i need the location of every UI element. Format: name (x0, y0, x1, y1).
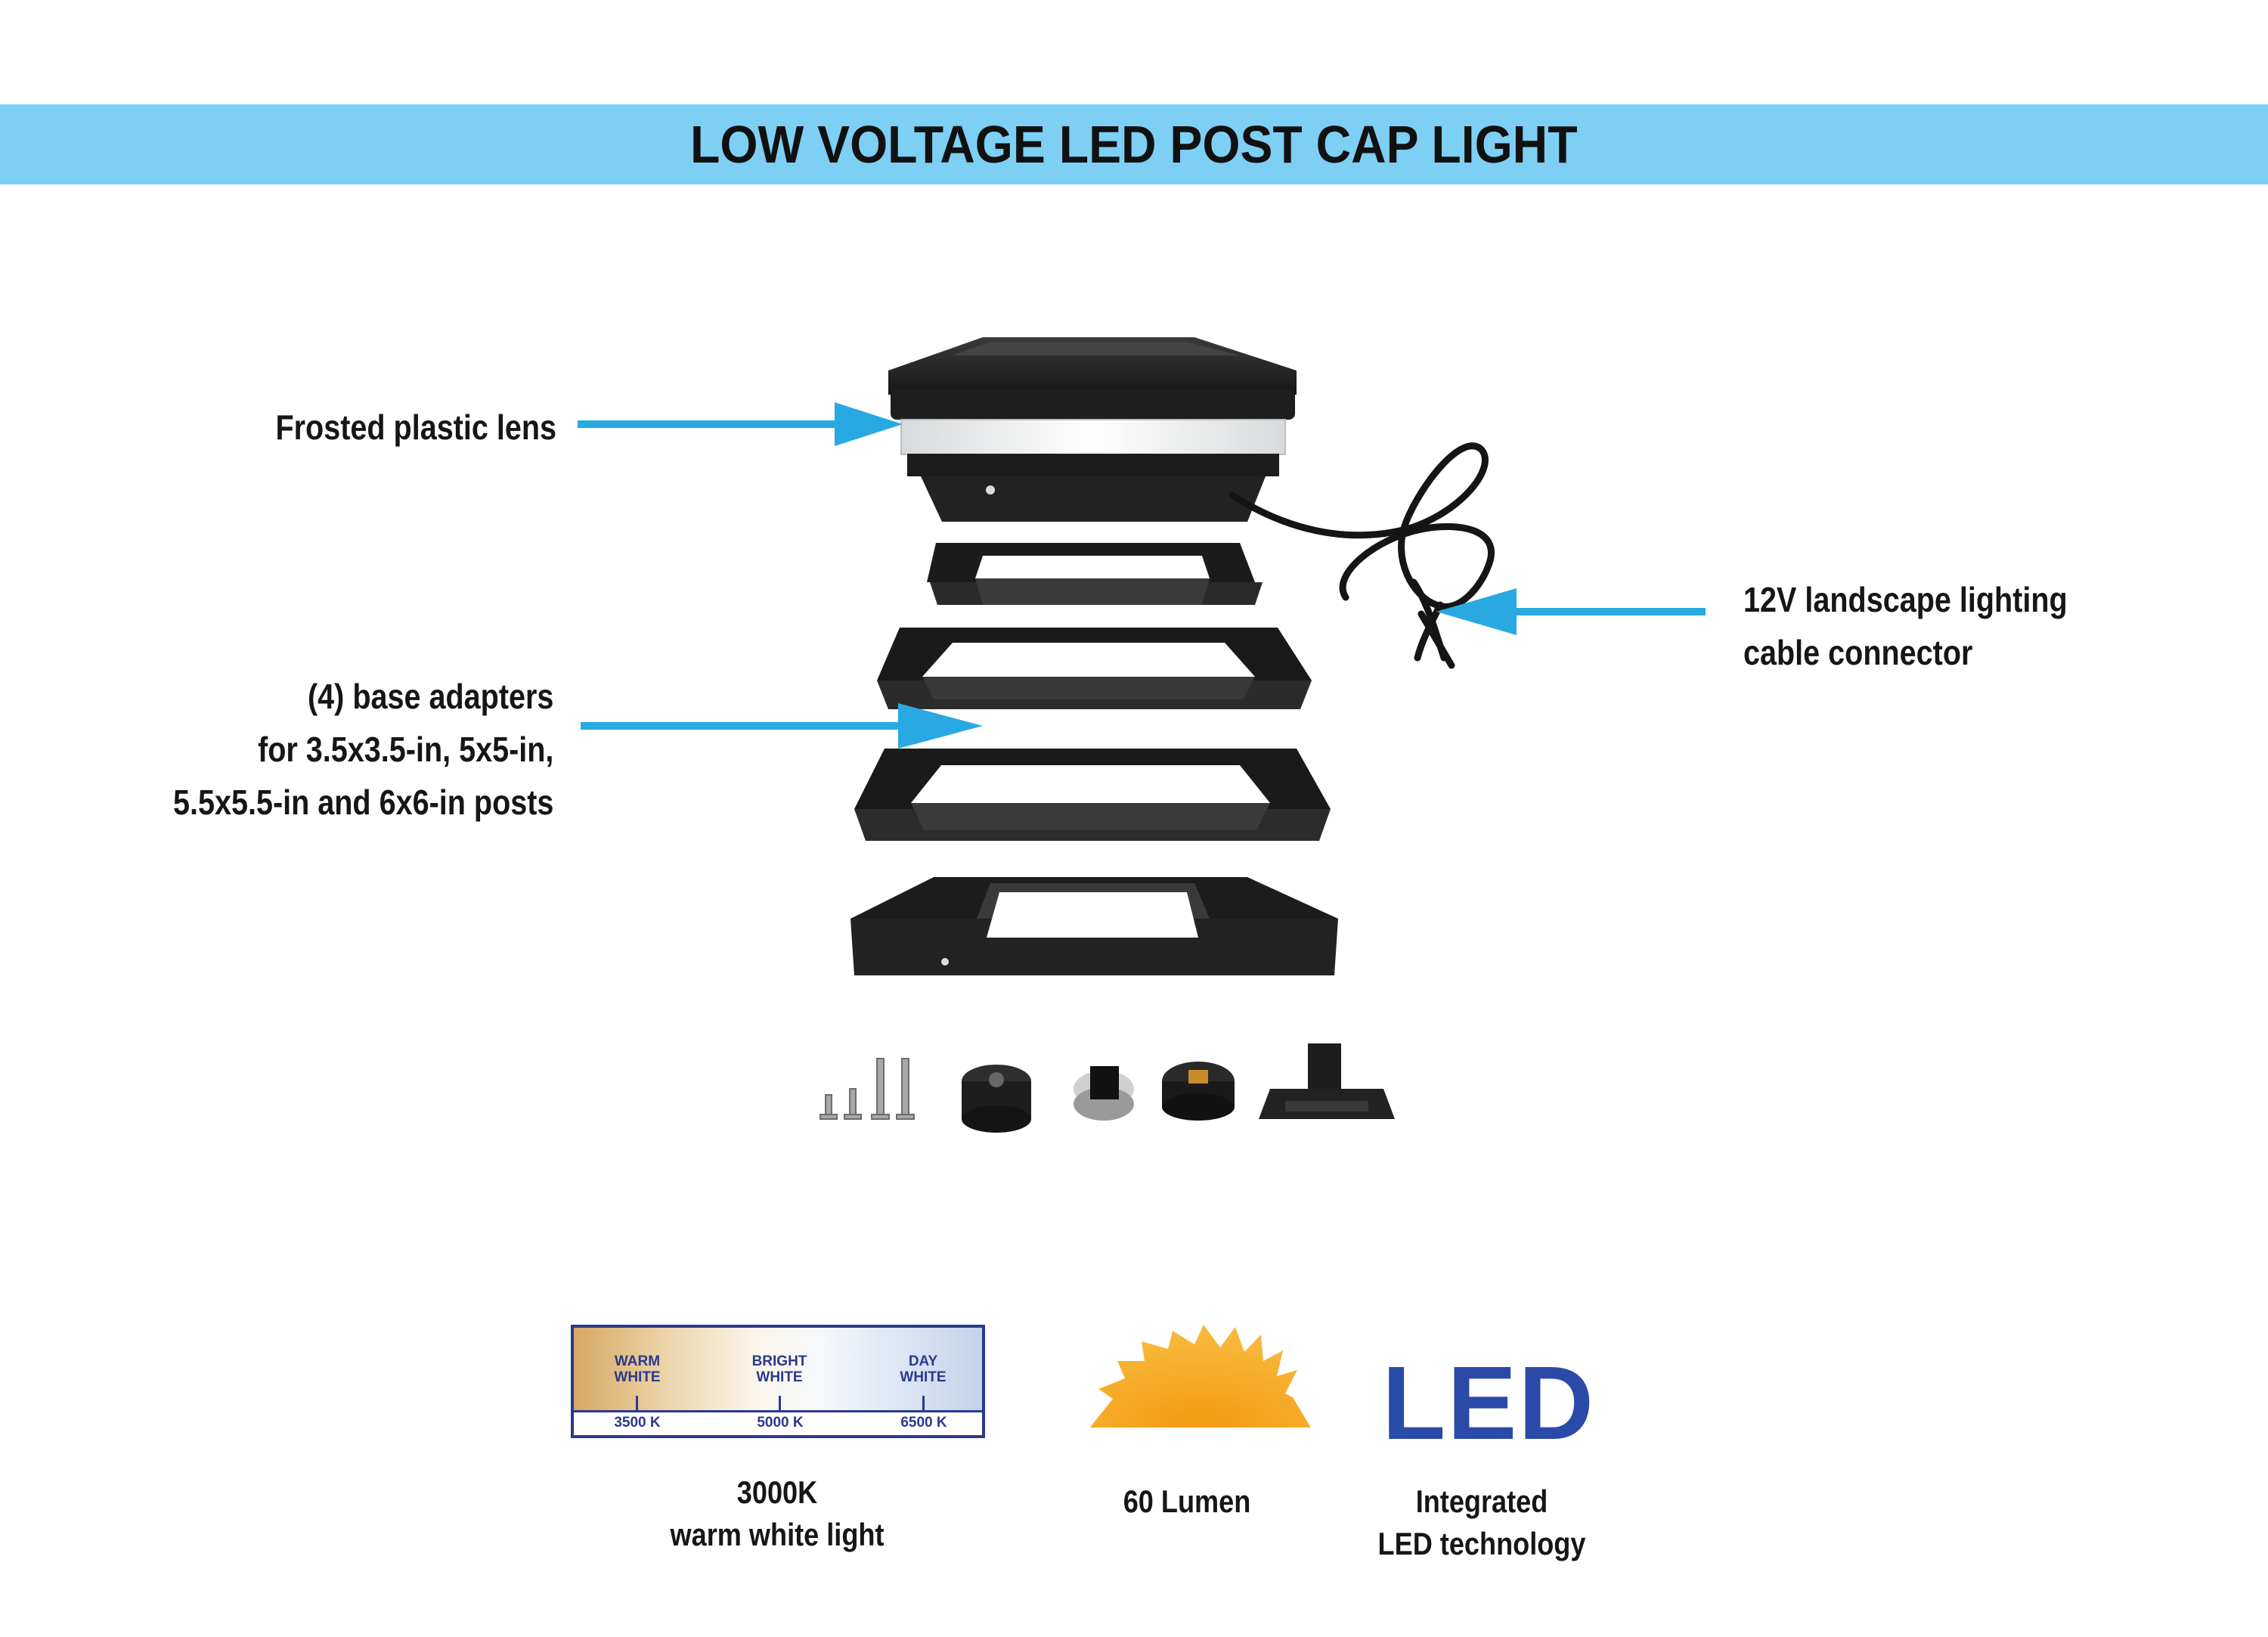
adapters-callout-line-2: for 3.5x3.5-in, 5x5-in, (257, 730, 553, 769)
lens-arrow-line (578, 420, 850, 428)
cable-callout-line-2: cable connector (1743, 633, 1973, 672)
cap-rim (891, 389, 1295, 420)
connector-clip-icon (1074, 1066, 1134, 1121)
color-temp-caption-line-1: 3000K (736, 1474, 818, 1510)
scale-tick (922, 1396, 925, 1411)
bright-white-label: BRIGHT WHITE (751, 1353, 807, 1385)
cap-base-plate (907, 454, 1279, 476)
base-adapter-1 (927, 543, 1263, 605)
adapters-arrowhead (898, 703, 983, 749)
frosted-lens (900, 419, 1286, 455)
kelvin-6500: 6500 K (900, 1415, 947, 1431)
kelvin-scale: 3500 K 5000 K 6500 K (574, 1396, 982, 1435)
post-cap (888, 337, 1297, 522)
cable-callout: 12V landscape lighting cable connector (1743, 573, 2068, 679)
connector-housing-icon (962, 1065, 1031, 1133)
lumen-caption-line-1: 60 Lumen (1123, 1484, 1251, 1519)
sunburst-icon (1089, 1325, 1312, 1431)
color-temp-caption-line-2: warm white light (670, 1517, 885, 1552)
cable-arrowhead (1436, 588, 1517, 635)
led-caption-line-1: Integrated (1415, 1484, 1548, 1519)
cable-connector (1228, 442, 1495, 669)
cable-callout-line-1: 12V landscape lighting (1743, 580, 2068, 619)
cable-arrow-line (1501, 608, 1706, 615)
lens-arrowhead (835, 402, 903, 446)
color-temperature-scale-icon: WARM WHITE BRIGHT WHITE DAY WHITE 3500 K… (571, 1325, 985, 1438)
connector-base-icon (1162, 1062, 1235, 1121)
screw-icon (820, 1058, 915, 1120)
lens-callout-line: Frosted plastic lens (275, 408, 556, 447)
callout-arrows (578, 402, 1706, 749)
base-adapter-3 (854, 749, 1331, 841)
base-adapter-2 (877, 628, 1312, 709)
kelvin-3500: 3500 K (614, 1415, 661, 1431)
lens-callout: Frosted plastic lens (275, 401, 556, 454)
cap-roof-top (953, 342, 1240, 355)
title-banner: LOW VOLTAGE LED POST CAP LIGHT (0, 104, 2268, 184)
base-plate (850, 877, 1338, 975)
led-logo-icon: LED (1382, 1345, 1595, 1462)
kelvin-5000: 5000 K (757, 1415, 804, 1431)
adapters-arrow-line (581, 722, 913, 730)
cap-housing (921, 476, 1266, 522)
led-caption-line-2: LED technology (1377, 1526, 1586, 1561)
led-caption: Integrated LED technology (1352, 1480, 1612, 1565)
page-title: LOW VOLTAGE LED POST CAP LIGHT (690, 115, 1578, 174)
day-white-label: DAY WHITE (900, 1353, 947, 1385)
warm-white-label: WARM WHITE (614, 1353, 661, 1385)
scale-tick (636, 1396, 638, 1411)
adapters-callout-line-3: 5.5x5.5-in and 6x6-in posts (172, 783, 553, 822)
scale-tick (779, 1396, 781, 1411)
threaded-mount-icon (1259, 1043, 1395, 1119)
lumen-caption: 60 Lumen (1057, 1480, 1317, 1523)
adapters-callout-line-1: (4) base adapters (307, 677, 553, 716)
mounting-hardware (820, 1043, 1395, 1133)
color-temp-caption: 3000K warm white light (647, 1471, 907, 1556)
adapters-callout: (4) base adapters for 3.5x3.5-in, 5x5-in… (173, 670, 553, 829)
cap-screw-hole (986, 485, 995, 495)
